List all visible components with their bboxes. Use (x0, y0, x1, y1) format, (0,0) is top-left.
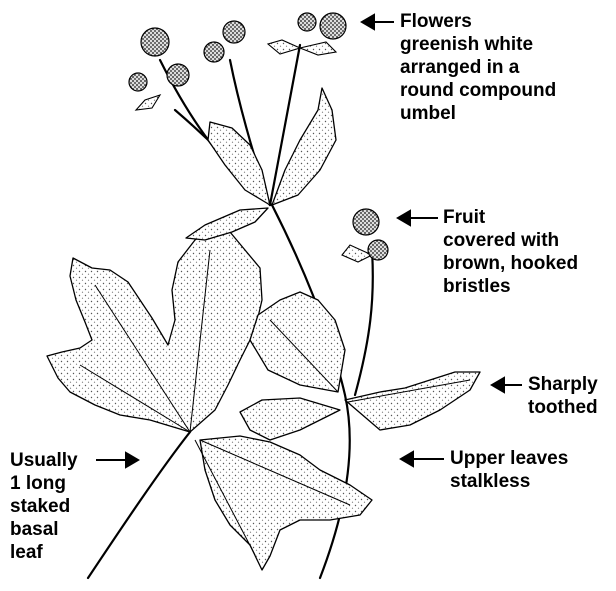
flower-head (204, 42, 224, 62)
flower-head (223, 21, 245, 43)
flowers-arrow-icon (362, 15, 394, 29)
fruit-line-1: Fruit (443, 206, 578, 229)
flower-head (129, 73, 147, 91)
flowers-line-5: umbel (400, 102, 556, 125)
basal-line-1: Usually (10, 449, 78, 472)
flowers-line-4: round compound (400, 79, 556, 102)
flowers-label: Flowers greenish white arranged in a rou… (400, 10, 556, 125)
upper-leaves-label: Upper leaves stalkless (450, 447, 568, 493)
basal-line-4: basal (10, 518, 78, 541)
fruit-line-4: bristles (443, 275, 578, 298)
fruit-head (368, 240, 388, 260)
flower-head (167, 64, 189, 86)
fruit-label: Fruit covered with brown, hooked bristle… (443, 206, 578, 298)
upper-leaves-arrow-icon (401, 452, 444, 466)
basal-leaf-label: Usually 1 long staked basal leaf (10, 449, 78, 564)
fruit-stalk (355, 250, 373, 395)
flower-head (298, 13, 316, 31)
toothed-arrow-icon (492, 378, 522, 392)
fruit-head (353, 209, 379, 235)
toothed-line-1: Sharply (528, 373, 598, 396)
upper-leaves (186, 88, 336, 240)
flowers-line-3: arranged in a (400, 56, 556, 79)
fruit-line-3: brown, hooked (443, 252, 578, 275)
fruit-arrow-icon (398, 211, 438, 225)
toothed-line-2: toothed (528, 396, 598, 419)
middle-leaves (240, 292, 480, 440)
fruit-line-2: covered with (443, 229, 578, 252)
basal-leaf (47, 228, 372, 570)
basal-leaf-stalk (88, 432, 190, 578)
flowers-line-2: greenish white (400, 33, 556, 56)
upper-leaves-line-2: stalkless (450, 470, 568, 493)
flower-head (320, 13, 346, 39)
flowers-line-1: Flowers (400, 10, 556, 33)
basal-line-5: leaf (10, 541, 78, 564)
basal-line-3: staked (10, 495, 78, 518)
toothed-label: Sharply toothed (528, 373, 598, 419)
flower-head (141, 28, 169, 56)
basal-line-2: 1 long (10, 472, 78, 495)
basal-arrow-icon (96, 453, 138, 467)
upper-leaves-line-1: Upper leaves (450, 447, 568, 470)
